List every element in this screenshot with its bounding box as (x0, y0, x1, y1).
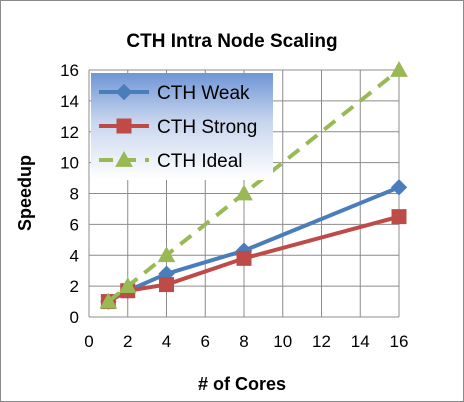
legend-entry: CTH Strong (99, 117, 257, 138)
axes (88, 70, 399, 318)
legend-entry: CTH Weak (99, 83, 250, 104)
x-tick-label: 2 (123, 332, 132, 351)
legend-marker (115, 83, 133, 101)
legend-label: CTH Strong (157, 117, 257, 138)
series-layer (99, 60, 408, 310)
data-point (235, 184, 253, 201)
series-line (107, 214, 400, 304)
data-point (390, 179, 408, 196)
y-tick-label: 14 (60, 92, 79, 111)
legend-entry: CTH Ideal (99, 150, 243, 172)
y-tick-label: 12 (60, 123, 79, 142)
data-point (390, 60, 408, 77)
x-tick-label: 8 (239, 332, 248, 351)
x-tick-label: 10 (273, 332, 292, 351)
y-tick-label: 0 (70, 308, 79, 327)
data-point (118, 277, 137, 294)
data-point (236, 250, 252, 266)
tick-labels: 0 2 4 6 8 10 12 14 16 0 2 4 6 8 10 12 14 16 (60, 61, 408, 351)
x-tick-label: 12 (312, 332, 331, 351)
x-tick-label: 0 (84, 332, 93, 351)
series-triangle-group (99, 60, 408, 309)
data-point (99, 292, 118, 309)
chart-title: CTH Intra Node Scaling (126, 31, 337, 52)
y-tick-label: 16 (60, 61, 79, 80)
y-tick-label: 2 (70, 277, 79, 296)
x-tick-label: 14 (351, 332, 370, 351)
y-tick-label: 10 (60, 154, 79, 173)
legend-label: CTH Ideal (157, 151, 243, 172)
data-point (159, 277, 174, 293)
y-tick-label: 8 (70, 185, 79, 204)
data-point (391, 209, 407, 225)
legend-marker (116, 118, 132, 134)
x-axis-title: # of Cores (198, 374, 286, 394)
data-point (157, 246, 176, 263)
x-tick-label: 16 (390, 332, 409, 351)
y-axis-title: Speedup (15, 155, 35, 231)
legend-marker (115, 150, 133, 167)
legend-label: CTH Weak (157, 83, 250, 104)
series-line (107, 185, 400, 304)
y-tick-label: 6 (70, 215, 79, 234)
x-tick-label: 6 (201, 332, 210, 351)
y-tick-label: 4 (70, 246, 79, 265)
x-tick-label: 4 (162, 332, 171, 351)
